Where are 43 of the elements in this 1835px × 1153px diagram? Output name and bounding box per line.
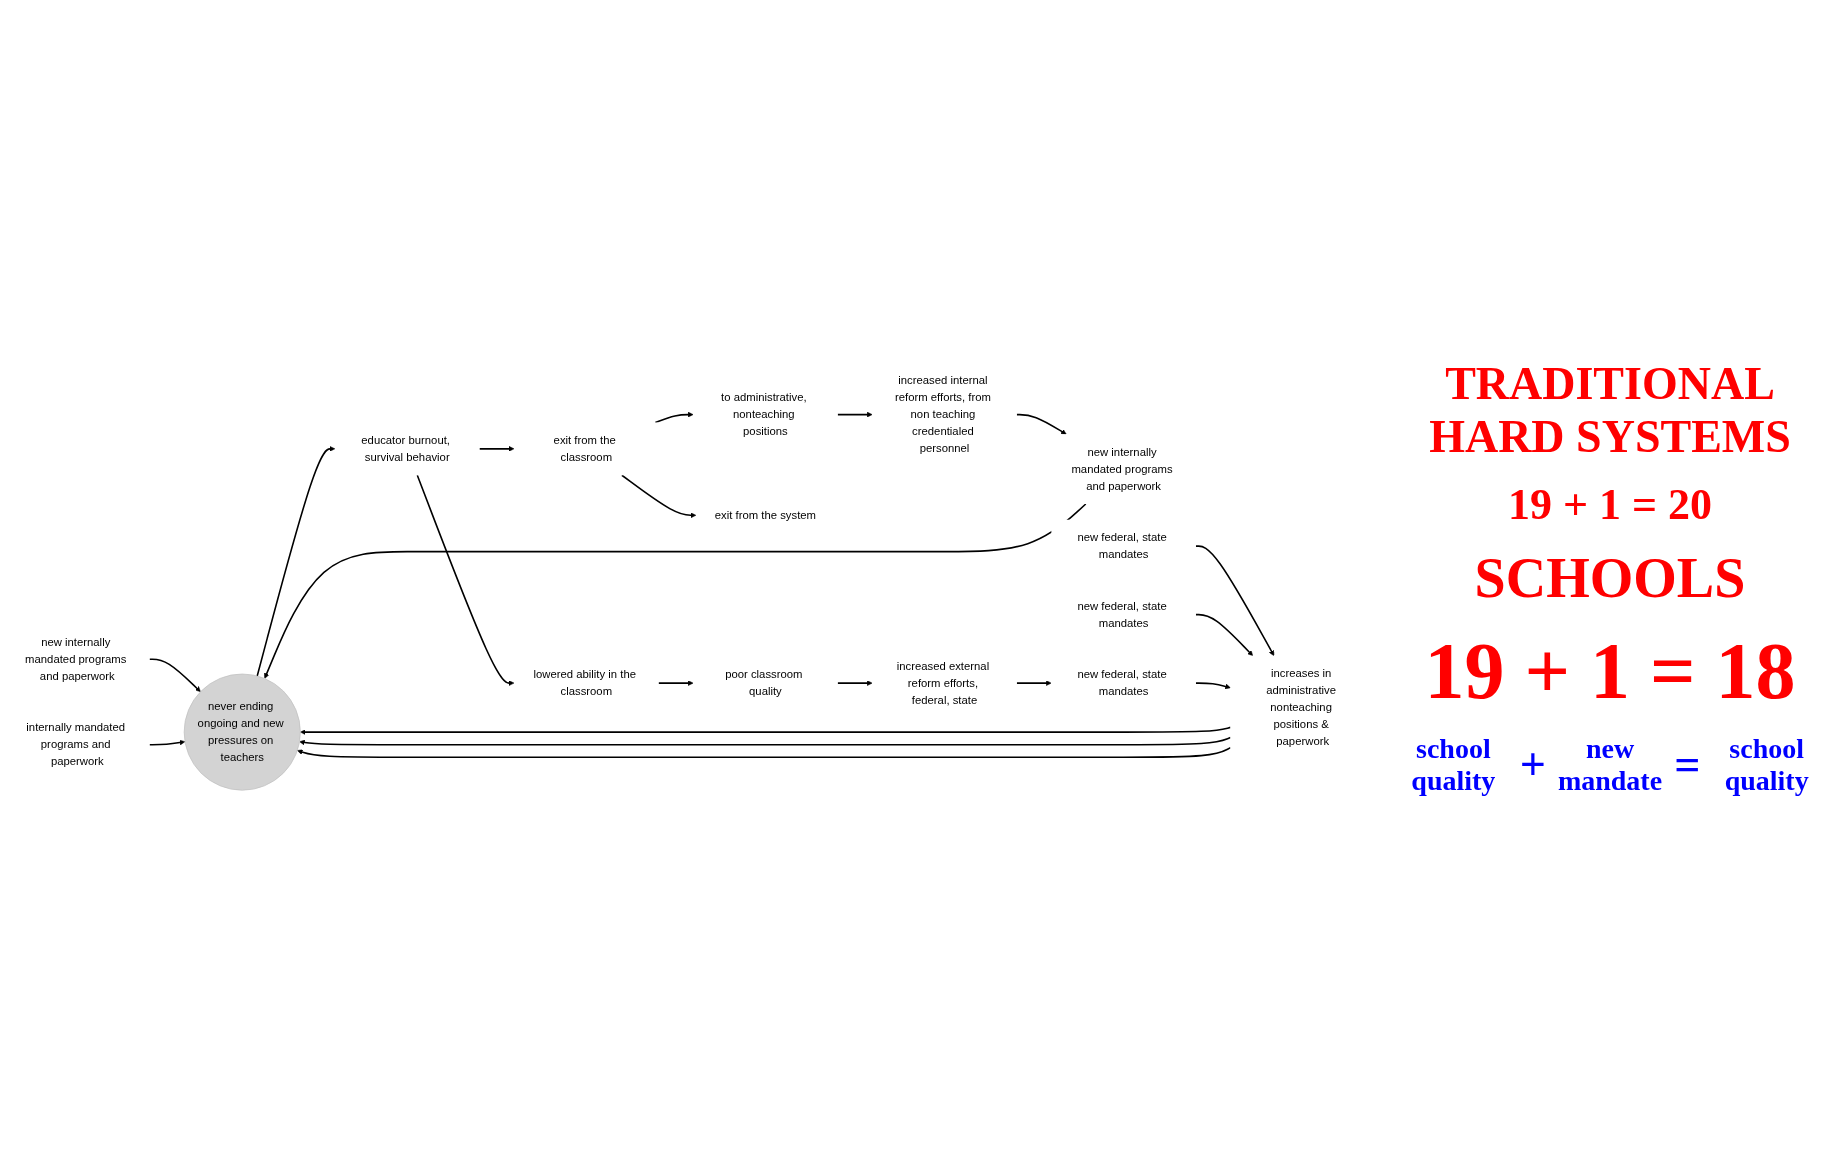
node-text: poor classroom quality: [725, 668, 803, 698]
arrow: [1016, 413, 1067, 435]
arrow: [297, 746, 1232, 759]
arrow: [148, 658, 201, 692]
node-text: increased external reform efforts, federal, state: [896, 659, 990, 707]
label-text: SCHOOLS: [1474, 545, 1746, 610]
node-text: new federal, state mandates: [1077, 668, 1167, 698]
arrow: [1195, 613, 1254, 656]
arrow: [299, 736, 1232, 746]
node-text: new internally mandated programs and paperwork: [1071, 445, 1173, 493]
node-text: new internally mandated programs and paperwork: [25, 635, 127, 683]
node-text: exit from the classroom: [553, 433, 616, 464]
node-text: educator burnout, survival behavior: [361, 433, 450, 464]
label-text: +: [1519, 738, 1546, 791]
node-text: increased internal reform efforts, from non teaching credentialed personnel: [894, 374, 991, 455]
label-text: school quality: [1723, 732, 1810, 797]
arrow: [1195, 682, 1231, 690]
label-text: school quality: [1410, 732, 1497, 797]
label-text: TRADITIONAL HARD SYSTEMS: [1428, 356, 1792, 463]
arrow: [148, 739, 186, 746]
label-text: 19 + 1 = 20: [1507, 478, 1713, 530]
node-circle: never ending ongoing and new pressures on teachers: [183, 673, 301, 791]
label-text: =: [1674, 738, 1701, 791]
node-text: exit from the system: [714, 508, 817, 522]
node-text: to administrative, nonteaching positions: [721, 391, 807, 438]
arrow: [621, 474, 697, 519]
arrow: [478, 446, 515, 452]
arrow: [1016, 680, 1052, 686]
arrow: [836, 411, 873, 418]
arrow: [657, 680, 694, 686]
node-text: new federal, state mandates: [1077, 599, 1167, 630]
arrow: [836, 680, 873, 686]
label-text: 19 + 1 = 18: [1424, 625, 1796, 717]
arrow: [300, 726, 1232, 735]
arrow: [1195, 545, 1275, 656]
arrow: [264, 503, 1087, 679]
arrow: [256, 446, 336, 677]
arrow: [654, 411, 694, 424]
label-text: new mandate: [1556, 732, 1664, 797]
node-text: lowered ability in the classroom: [533, 668, 636, 698]
arrow: [416, 474, 515, 686]
node-text: internally mandated programs and paperwork: [26, 721, 126, 768]
node-text: increases in administrative nonteaching positions & paperwork: [1266, 667, 1337, 748]
